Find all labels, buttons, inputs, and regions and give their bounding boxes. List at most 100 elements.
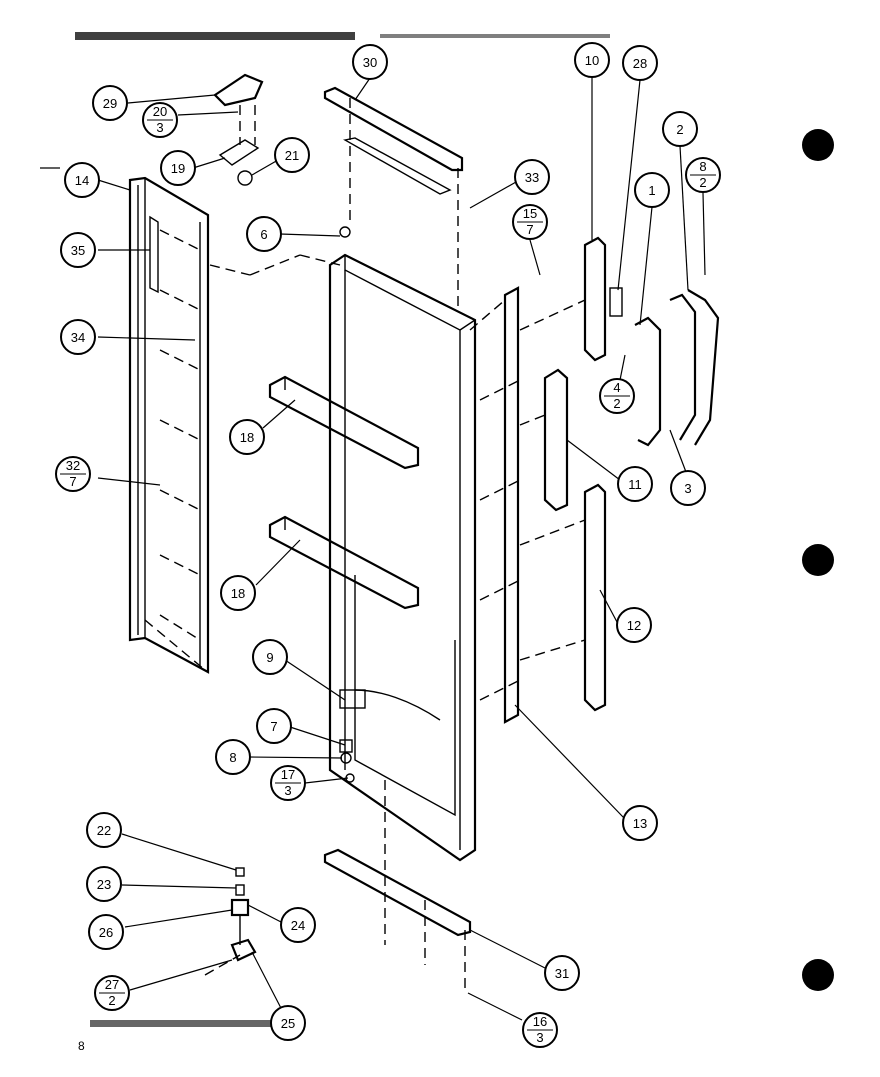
callout-7: 7 [256, 708, 292, 744]
callout-33-label: 33 [525, 170, 539, 185]
callout-3-label: 3 [684, 481, 691, 496]
binder-hole-top [802, 129, 834, 161]
scan-edge-top-right [380, 34, 610, 38]
callout-16-3-bottom: 3 [536, 1030, 543, 1045]
callout-8-2: 82 [685, 157, 721, 193]
callout-14-label: 14 [75, 173, 89, 188]
callout-20-3-top: 20 [153, 104, 167, 119]
callout-1-label: 1 [648, 183, 655, 198]
callout-27-2-bottom: 2 [108, 993, 115, 1008]
callout-15-7-bottom: 7 [526, 222, 533, 237]
door-outer-panel [128, 176, 341, 674]
callout-15-7-top: 15 [523, 206, 537, 221]
callout-19-label: 19 [171, 161, 185, 176]
handle-trim-lower [583, 483, 607, 712]
callout-29-label: 29 [103, 96, 117, 111]
callout-24-label: 24 [291, 918, 305, 933]
callout-21-label: 21 [285, 148, 299, 163]
callout-10: 10 [574, 42, 610, 78]
scan-edge-top [75, 32, 355, 40]
callout-18-lower: 18 [220, 575, 256, 611]
page-number: 8 [78, 1039, 85, 1053]
callout-21: 21 [274, 137, 310, 173]
trim-guide-3 [519, 519, 586, 546]
binder-hole-bottom [802, 959, 834, 991]
callout-35-label: 35 [71, 243, 85, 258]
callout-2: 2 [662, 111, 698, 147]
binder-hole-middle [802, 544, 834, 576]
callout-4-2-top: 4 [613, 380, 620, 395]
callout-26: 26 [88, 914, 124, 950]
callout-31-label: 31 [555, 966, 569, 981]
callout-31: 31 [544, 955, 580, 991]
upper-hinge-assembly [213, 73, 351, 238]
trim-guide-2 [519, 414, 546, 426]
callout-13-label: 13 [633, 816, 647, 831]
callout-34: 34 [60, 319, 96, 355]
callout-17-3: 173 [270, 765, 306, 801]
callout-32-7-bottom: 7 [69, 474, 76, 489]
door-shelf-upper [268, 375, 420, 470]
callout-9-label: 9 [266, 650, 273, 665]
callout-18-lower-label: 18 [231, 586, 245, 601]
callout-13: 13 [622, 805, 658, 841]
door-liner-frame [328, 253, 477, 862]
callout-8-2-bottom: 2 [699, 175, 706, 190]
bottom-cap [323, 780, 472, 990]
callout-17-3-bottom: 3 [284, 783, 291, 798]
callout-32-7-top: 32 [66, 458, 80, 473]
callout-11: 11 [617, 466, 653, 502]
trim-guide-4 [519, 639, 586, 661]
callout-25: 25 [270, 1005, 306, 1041]
callout-28-label: 28 [633, 56, 647, 71]
callout-17-3-top: 17 [281, 767, 295, 782]
callout-9: 9 [252, 639, 288, 675]
leader-lines [40, 77, 706, 1021]
callout-29: 29 [92, 85, 128, 121]
callout-26-label: 26 [99, 925, 113, 940]
callout-32-7: 327 [55, 456, 91, 492]
callout-11-label: 11 [628, 477, 642, 492]
callout-16-3: 163 [522, 1012, 558, 1048]
callout-6-label: 6 [260, 227, 267, 242]
callout-20-3: 203 [142, 102, 178, 138]
callout-8-label: 8 [229, 750, 236, 765]
callout-15-7: 157 [512, 204, 548, 240]
callout-24: 24 [280, 907, 316, 943]
callout-6: 6 [246, 216, 282, 252]
callout-30: 30 [352, 44, 388, 80]
callout-14: 14 [64, 162, 100, 198]
callout-35: 35 [60, 232, 96, 268]
callout-22-label: 22 [97, 823, 111, 838]
door-stop-assembly [339, 689, 366, 783]
callout-10-label: 10 [585, 53, 599, 68]
callout-22: 22 [86, 812, 122, 848]
callout-16-3-top: 16 [533, 1014, 547, 1029]
callout-3: 3 [670, 470, 706, 506]
door-shelf-lower [268, 515, 420, 610]
callout-30-label: 30 [363, 55, 377, 70]
callout-23: 23 [86, 866, 122, 902]
callout-4-2-bottom: 2 [613, 396, 620, 411]
door-handle [609, 287, 720, 447]
callout-33: 33 [514, 159, 550, 195]
top-cap [323, 86, 464, 310]
callout-8: 8 [215, 739, 251, 775]
lower-hinge-assembly [204, 867, 257, 976]
callout-7-label: 7 [270, 719, 277, 734]
callout-25-label: 25 [281, 1016, 295, 1031]
door-trim-strip [469, 286, 521, 724]
handle-trim-middle [543, 368, 569, 512]
trim-guide-1 [519, 299, 586, 331]
callout-27-2: 272 [94, 975, 130, 1011]
callout-19: 19 [160, 150, 196, 186]
callout-8-2-top: 8 [699, 159, 706, 174]
callout-18-upper: 18 [229, 419, 265, 455]
callout-27-2-top: 27 [105, 977, 119, 992]
callout-20-3-bottom: 3 [156, 120, 163, 135]
callout-12: 12 [616, 607, 652, 643]
callout-2-label: 2 [676, 122, 683, 137]
scan-edge-bottom [90, 1020, 290, 1027]
callout-34-label: 34 [71, 330, 85, 345]
handle-trim-upper [583, 236, 607, 362]
